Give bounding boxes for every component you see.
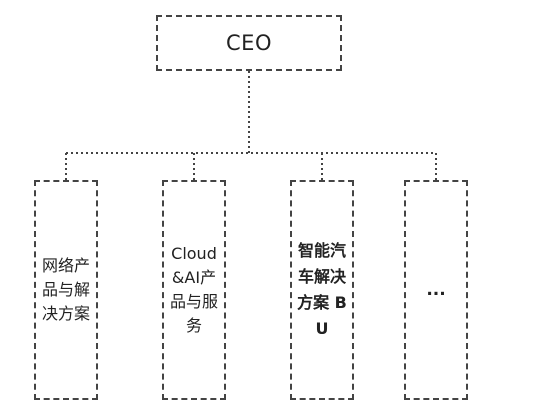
unit-box-intelligent-auto: 智能汽车解决方案 BU <box>290 180 354 400</box>
ceo-label: CEO <box>226 31 272 55</box>
unit-box-network: 网络产品与解决方案 <box>34 180 98 400</box>
unit-label-intelligent-auto: 智能汽车解决方案 BU <box>297 241 347 338</box>
unit-label-network: 网络产品与解决方案 <box>41 256 90 323</box>
unit-box-cloud-ai: Cloud &AI产品与服务 <box>162 180 226 400</box>
unit-box-more: ... <box>404 180 468 400</box>
unit-label-cloud-ai: Cloud &AI产品与服务 <box>169 244 218 335</box>
ceo-box: CEO <box>156 15 342 71</box>
unit-label-more: ... <box>426 280 446 300</box>
